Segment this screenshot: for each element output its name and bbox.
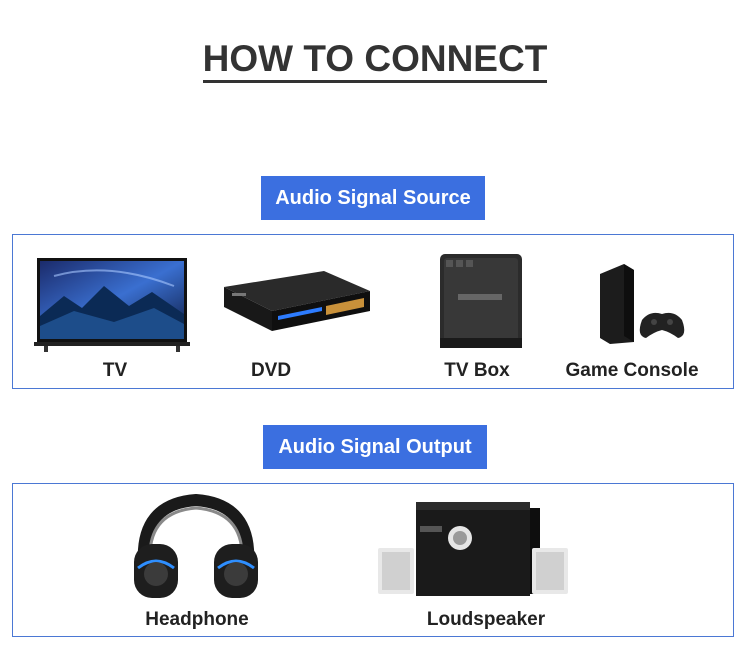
dvd-label: DVD	[250, 360, 292, 381]
loudspeaker-label: Loudspeaker	[426, 609, 546, 630]
headphone-icon	[130, 494, 262, 600]
loudspeaker-icon	[374, 498, 580, 600]
headphone-label: Headphone	[145, 609, 249, 630]
tv-box-label: TV Box	[444, 360, 510, 381]
page-title-text: HOW TO CONNECT	[202, 38, 548, 83]
tv-icon	[34, 256, 190, 352]
source-heading: Audio Signal Source	[261, 176, 485, 220]
page-title: HOW TO CONNECT	[0, 38, 750, 83]
dvd-player-icon	[214, 267, 374, 343]
tv-label: TV	[102, 360, 128, 381]
output-heading: Audio Signal Output	[263, 425, 487, 469]
source-panel	[12, 234, 734, 389]
output-panel	[12, 483, 734, 637]
tv-box-icon	[436, 248, 526, 352]
game-console-label: Game Console	[565, 360, 699, 381]
game-console-icon	[594, 262, 690, 346]
